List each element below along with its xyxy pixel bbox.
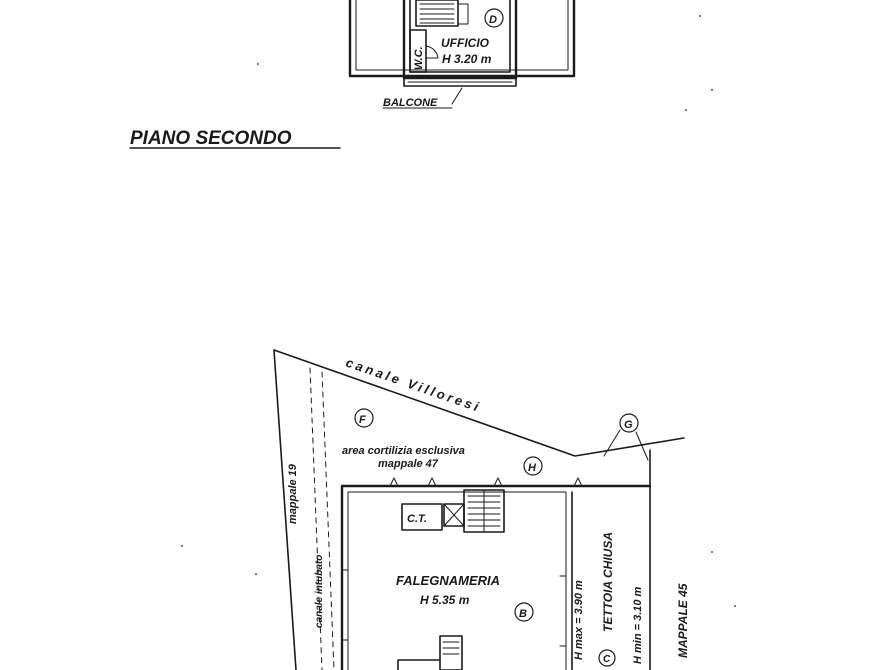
marker-g-label: G xyxy=(624,419,633,431)
side-wall-windows xyxy=(341,569,567,647)
marker-g-leaders xyxy=(603,429,649,461)
wc-door xyxy=(425,45,439,59)
building-inner-wall xyxy=(347,491,567,670)
marker-c-circle xyxy=(598,649,616,667)
marker-d-circle xyxy=(484,8,504,28)
marker-d-label: D xyxy=(489,14,497,26)
office-height: H 3.20 m xyxy=(442,52,492,66)
floor-title: PIANO SECONDO xyxy=(130,128,292,149)
marker-g-circle xyxy=(619,413,639,433)
culvert-line-1 xyxy=(309,367,323,670)
office-wall xyxy=(402,0,518,80)
boiler-label: C.T. xyxy=(407,513,427,525)
balcony-outline xyxy=(403,77,517,87)
office-label: UFFICIO xyxy=(441,36,490,50)
shed-h-min: H min = 3.10 m xyxy=(632,586,644,664)
workshop-height: H 5.35 m xyxy=(420,593,470,607)
right-parcel-label: MAPPALE 45 xyxy=(676,583,690,658)
balcony-label: BALCONE xyxy=(383,97,438,109)
marker-b-circle xyxy=(514,602,534,622)
marker-c-label: C xyxy=(603,654,611,665)
boiler-room xyxy=(401,503,443,531)
upper-floor-plan: W.C. UFFICIO H 3.20 m D BALCONE PIANO SE… xyxy=(129,0,576,149)
wc-label: W.C. xyxy=(413,46,425,70)
marker-h-circle xyxy=(523,456,543,476)
wall-lights xyxy=(389,477,583,487)
culvert-label: canale intubato xyxy=(314,555,325,628)
upper-outer-wall xyxy=(348,0,576,78)
balcony-leader xyxy=(451,87,463,105)
scan-specks xyxy=(181,15,736,607)
left-boundary xyxy=(273,349,297,670)
courtyard-label-line2: mappale 47 xyxy=(378,458,439,470)
ground-floor-plan: canale Villoresi mappale 19 canale intub… xyxy=(273,349,690,670)
wc-room xyxy=(409,29,427,73)
courtyard-label-line1: area cortilizia esclusiva xyxy=(342,445,465,457)
canal-boundary xyxy=(273,349,685,457)
marker-h-label: H xyxy=(528,462,537,474)
ground-staircase xyxy=(463,489,505,533)
canal-label: canale Villoresi xyxy=(344,355,483,415)
culvert-line-2 xyxy=(321,371,335,670)
upper-staircase xyxy=(415,0,469,27)
left-parcel-label: mappale 19 xyxy=(287,463,299,524)
shed-label: TETTOIA CHIUSA xyxy=(601,532,615,632)
building-outer-wall xyxy=(340,484,652,670)
marker-b-label: B xyxy=(519,608,527,620)
marker-f-circle xyxy=(354,408,374,428)
shed-h-max: H max = 3.90 m xyxy=(573,580,585,660)
workshop-label: FALEGNAMERIA xyxy=(396,573,500,588)
lower-staircase xyxy=(397,635,463,670)
marker-f-label: F xyxy=(359,414,366,426)
upper-inner-wall xyxy=(355,0,569,71)
